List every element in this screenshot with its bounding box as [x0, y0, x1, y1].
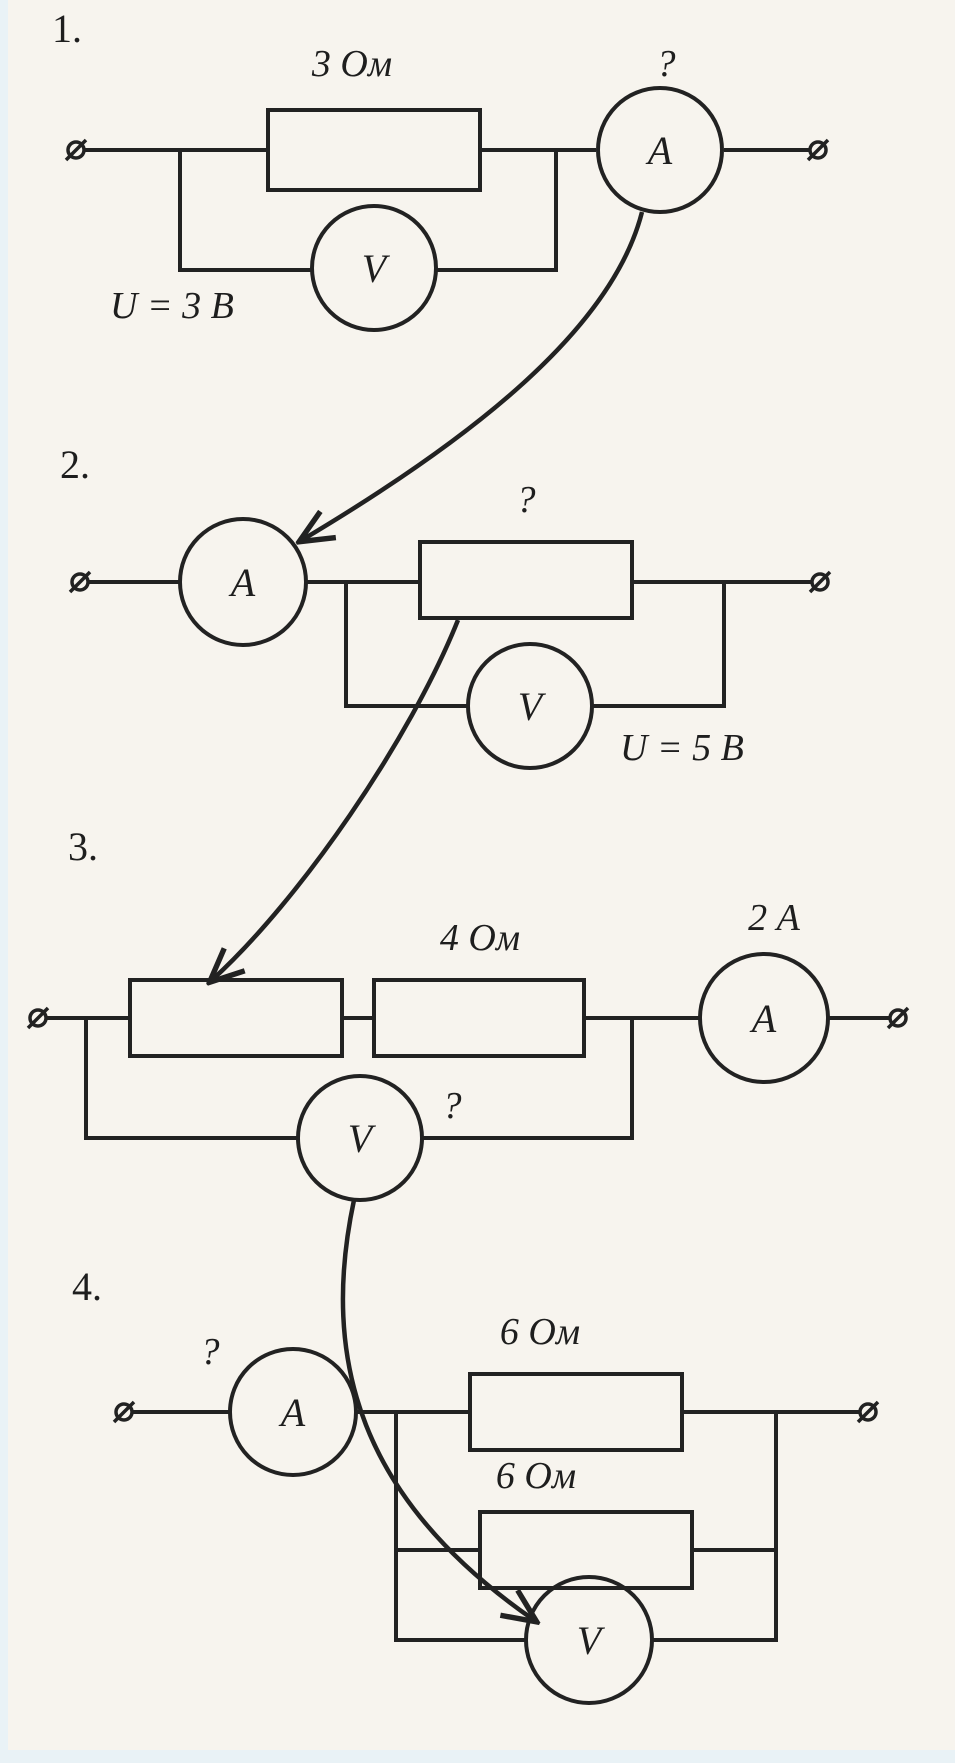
circuit-4-ammeter-letter: A — [278, 1390, 306, 1435]
circuit-3-ammeter-letter: A — [749, 996, 777, 1041]
circuit-1-wire — [84, 148, 810, 272]
circuit-3-voltmeter — [296, 1074, 424, 1202]
circuit-2-ammeter-letter: A — [228, 560, 256, 605]
circuit-4-ammeter-value: ? — [201, 1331, 220, 1373]
circuit-3-wire — [46, 1016, 890, 1140]
circuit-1-ammeter-value: ? — [657, 43, 676, 85]
circuit-3-voltmeter-letter: V — [348, 1116, 377, 1161]
circuit-2-resistor-label: ? — [517, 479, 536, 521]
circuit-1-ammeter — [596, 86, 724, 214]
circuit-2-voltmeter — [466, 642, 594, 770]
arrow-2-to-3 — [212, 619, 461, 980]
circuit-2-number: 2. — [60, 442, 90, 487]
circuit-2-wire — [88, 580, 812, 708]
circuit-3-number: 3. — [68, 824, 98, 869]
circuit-2-voltmeter-value: U = 5 В — [620, 727, 744, 769]
circuit-4-wire — [132, 1410, 860, 1642]
circuit-1: 1. 3 Ом A ? V U = 3 В — [52, 6, 830, 332]
circuit-3-ammeter-value: 2 А — [748, 897, 801, 939]
circuit-1-ammeter-letter: A — [645, 128, 673, 173]
circuit-2-voltmeter-letter: V — [518, 684, 547, 729]
circuit-4-resistor-1 — [468, 1372, 684, 1452]
circuit-1-resistor — [266, 108, 482, 192]
arrow-3-to-4 — [340, 1199, 534, 1620]
circuit-4-resistor-2-label: 6 Ом — [496, 1455, 576, 1497]
circuit-2-ammeter — [178, 517, 308, 647]
circuit-4-voltmeter — [524, 1575, 654, 1705]
arrows — [212, 211, 645, 1620]
paper-sheet — [8, 0, 955, 1750]
circuit-4-resistor-2 — [478, 1510, 694, 1590]
circuit-3-resistor-2 — [372, 978, 586, 1058]
circuit-3-resistor-2-label: 4 Ом — [440, 917, 520, 959]
circuit-3-ammeter — [698, 952, 830, 1084]
circuit-2: 2. A ? V U = 5 В — [60, 442, 832, 770]
circuit-4-resistor-1-label: 6 Ом — [500, 1311, 580, 1353]
circuit-4: 4. A ? 6 Ом 6 Ом V — [72, 1264, 880, 1705]
circuit-1-voltmeter-value: U = 3 В — [110, 285, 234, 327]
circuit-1-voltmeter — [310, 204, 438, 332]
circuit-4-number: 4. — [72, 1264, 102, 1309]
circuit-2-resistor — [418, 540, 634, 620]
circuit-3-voltmeter-value: ? — [443, 1085, 462, 1127]
circuit-4-ammeter — [228, 1347, 358, 1477]
arrow-1-to-2 — [302, 211, 645, 540]
circuit-3: 3. 4 Ом A 2 А V ? — [26, 824, 910, 1202]
circuit-1-resistor-label: 3 Ом — [311, 43, 392, 85]
circuit-1-voltmeter-letter: V — [362, 246, 391, 291]
circuit-4-voltmeter-letter: V — [577, 1618, 606, 1663]
circuit-1-number: 1. — [52, 6, 82, 51]
